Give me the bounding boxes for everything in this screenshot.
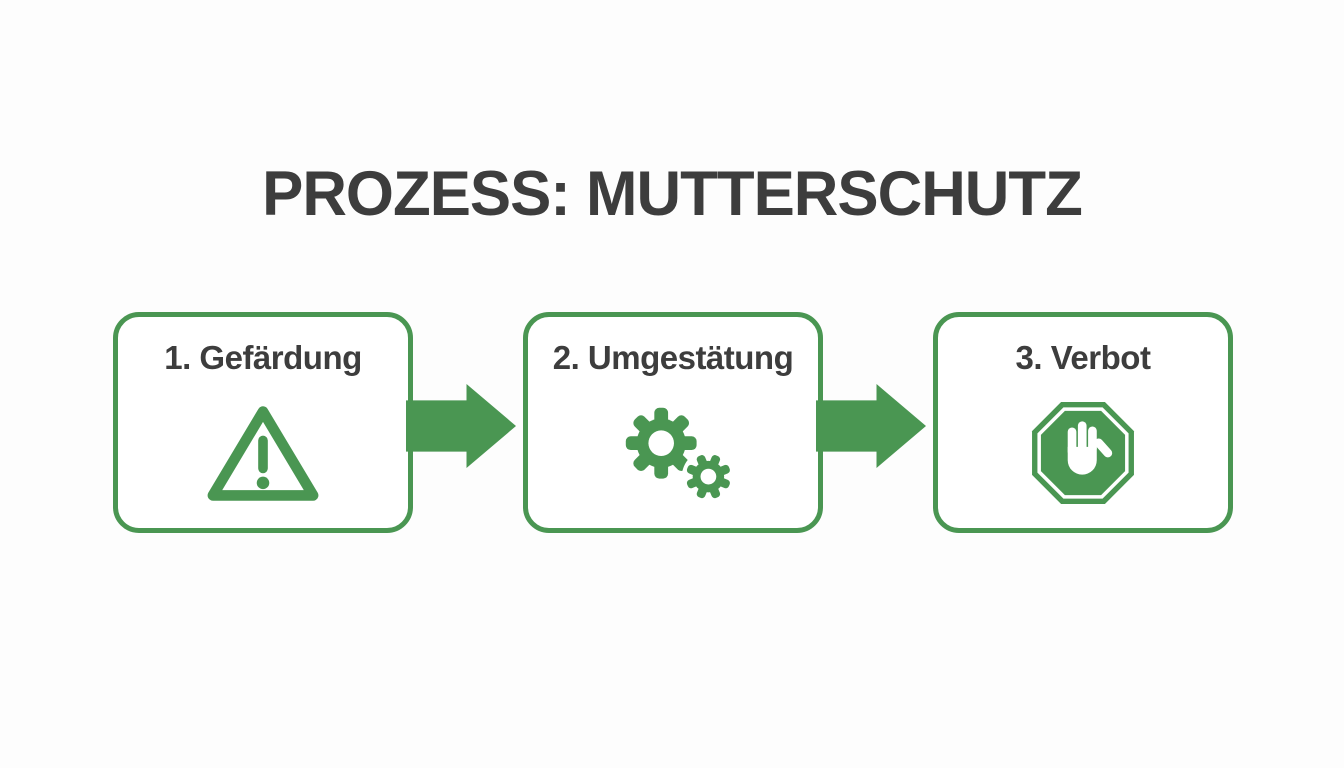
arrow-right-icon xyxy=(406,384,516,468)
step-label: 2. Umgestätung xyxy=(552,339,794,376)
step-box-gefaerdung: 1. Gefärdung xyxy=(113,312,413,533)
step-label: 3. Verbot xyxy=(1015,339,1151,376)
arrow-right-icon xyxy=(816,384,926,468)
step-label: 1. Gefärdung xyxy=(164,339,362,376)
page-title: PROZESS: MUTTERSCHUTZ xyxy=(262,159,1083,229)
gears-icon xyxy=(528,377,818,528)
step-box-umgestaltung: 2. Umgestätung xyxy=(523,312,823,533)
step-box-verbot: 3. Verbot xyxy=(933,312,1233,533)
stop-hand-icon xyxy=(938,377,1228,528)
warning-triangle-icon xyxy=(118,377,408,528)
